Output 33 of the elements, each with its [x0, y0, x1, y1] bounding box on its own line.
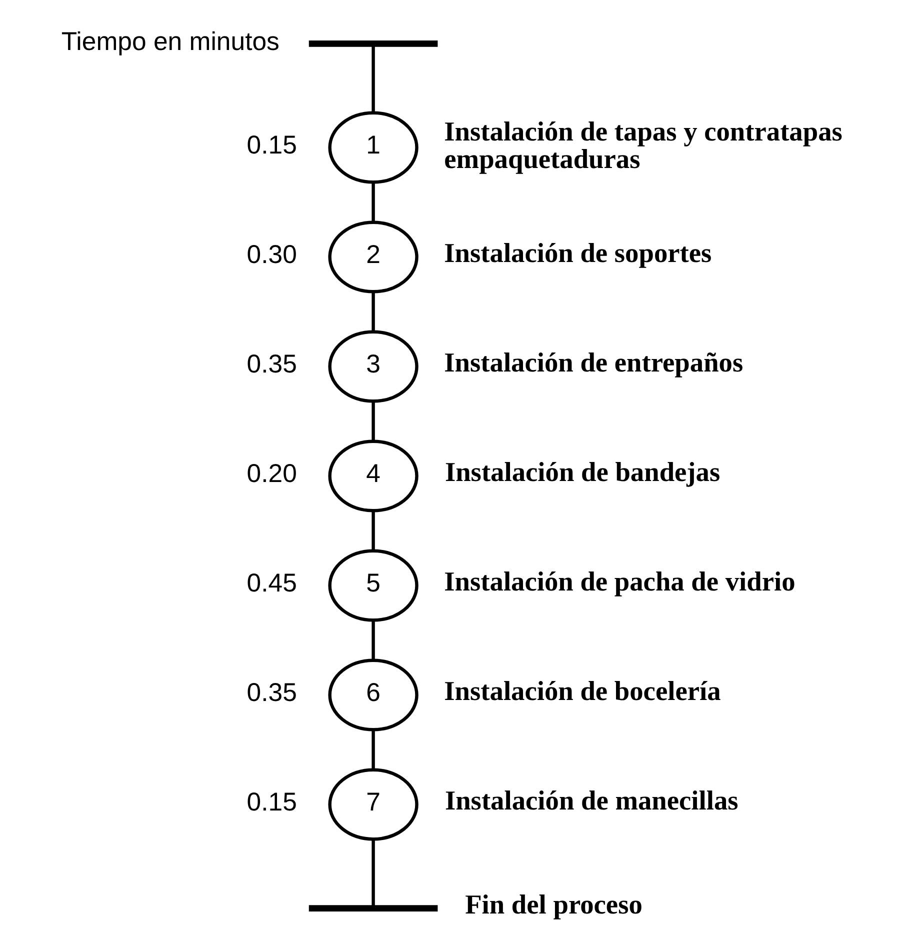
node-label: Instalación de pacha de vidrio: [444, 566, 795, 596]
node-bar: [308, 905, 438, 912]
node-label: Instalación de tapas y contratapas empaquetaduras: [444, 116, 842, 174]
node-label: Fin del proceso: [464, 889, 642, 920]
node-ellipse: 5: [328, 549, 418, 622]
connector: [371, 510, 374, 550]
connector: [371, 730, 374, 770]
node-label: Instalación de entrepaños: [444, 348, 743, 378]
node-label: 0.35: [246, 679, 296, 708]
connector: [371, 292, 374, 332]
node-label: Instalación de bocelería: [444, 676, 720, 706]
connector: [371, 401, 374, 441]
connector: [371, 46, 374, 113]
connector: [371, 182, 374, 222]
connector: [371, 620, 374, 660]
node-label: 0.45: [246, 570, 296, 598]
node-ellipse: 4: [328, 440, 418, 512]
node-ellipse: 3: [328, 330, 418, 403]
node-label: 0.35: [246, 350, 296, 379]
connector: [371, 840, 374, 906]
node-bar: [308, 40, 438, 47]
node-label: Instalación de soportes: [444, 238, 712, 268]
node-label: Instalación de bandejas: [444, 456, 720, 487]
node-label: 0.20: [246, 460, 296, 488]
node-ellipse: 7: [328, 768, 418, 841]
node-label: Instalación de manecillas: [444, 785, 738, 816]
node-ellipse: 2: [328, 220, 418, 294]
node-ellipse: 6: [328, 658, 418, 732]
node-label: 0.15: [246, 132, 296, 160]
node-label: 0.30: [246, 241, 296, 270]
node-label: 0.15: [246, 788, 296, 817]
node-ellipse: 1: [328, 111, 418, 184]
label: Tiempo en minutos: [60, 28, 279, 56]
